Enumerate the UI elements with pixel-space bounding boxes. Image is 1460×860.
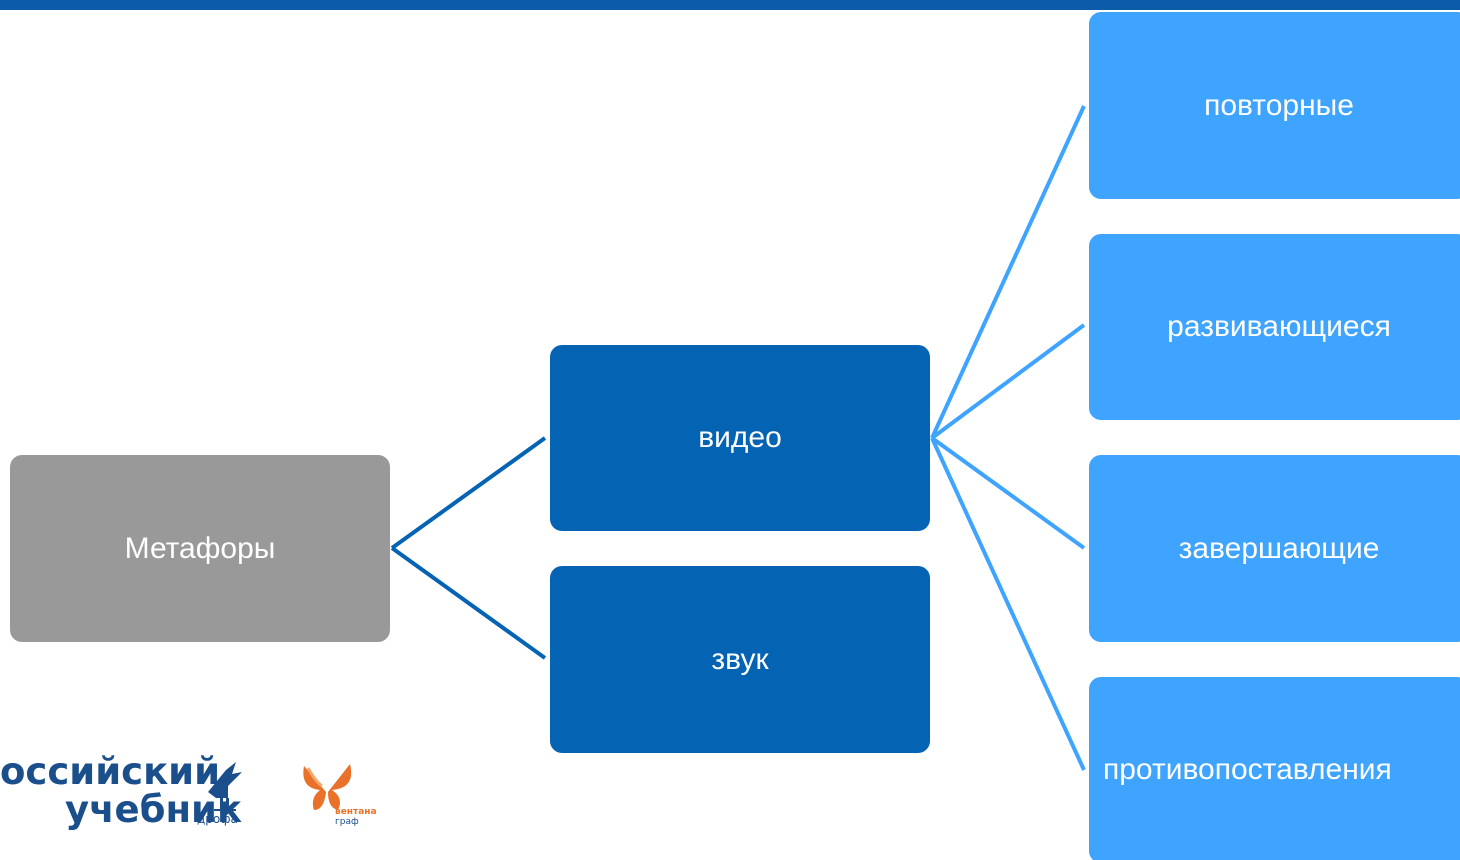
connector-root-video bbox=[390, 436, 547, 550]
connector-root-sound bbox=[390, 546, 547, 660]
node-developing-label: развивающиеся bbox=[1167, 310, 1391, 343]
node-root-label: Метафоры bbox=[124, 531, 276, 565]
node-repeated: повторные bbox=[1089, 12, 1460, 199]
logo-ventana-label: вентана граф bbox=[335, 807, 377, 827]
node-sound-label: звук bbox=[711, 642, 769, 676]
node-root-metaphors: Метафоры bbox=[10, 455, 390, 642]
node-final: завершающие bbox=[1089, 455, 1460, 642]
node-repeated-label: повторные bbox=[1204, 88, 1354, 122]
node-developing: развивающиеся bbox=[1089, 234, 1460, 420]
connector-video-developing bbox=[930, 323, 1086, 440]
logo-text-line1: оссийский bbox=[0, 750, 221, 793]
node-final-label: завершающие bbox=[1178, 531, 1380, 565]
logo-text-line2: учебник bbox=[65, 788, 243, 831]
connector-video-contrast bbox=[930, 437, 1086, 771]
logo-ventana-line1: вентана bbox=[335, 807, 377, 817]
node-video-label: видео bbox=[698, 421, 782, 454]
connector-video-repeated bbox=[930, 105, 1086, 439]
ventana-butterfly-icon bbox=[303, 764, 352, 810]
publisher-logo: оссийский учебник дрофа вентана граф bbox=[0, 752, 380, 842]
logo-ventana-line2: граф bbox=[335, 817, 359, 827]
node-sound: звук bbox=[550, 566, 930, 753]
drofa-bird-icon bbox=[208, 762, 242, 811]
top-bar bbox=[0, 0, 1460, 10]
node-contrast: противопоставления bbox=[1089, 677, 1460, 860]
node-contrast-label: противопоставления bbox=[1103, 753, 1392, 786]
connector-video-final bbox=[930, 436, 1086, 550]
node-video: видео bbox=[550, 345, 930, 531]
logo-drofa-label: дрофа bbox=[197, 812, 238, 826]
